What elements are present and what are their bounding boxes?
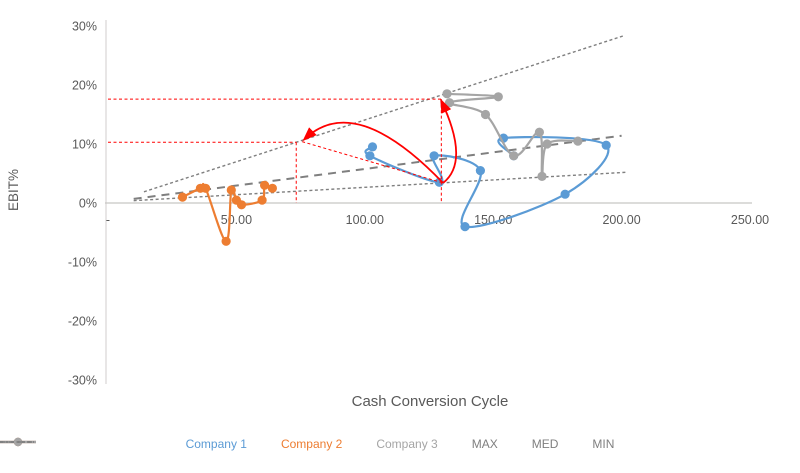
data-point — [257, 195, 267, 205]
legend-item-med[interactable]: MED — [0, 437, 559, 451]
data-point — [444, 98, 455, 108]
legend-label: MED — [531, 437, 559, 451]
x-axis-title: Cash Conversion Cycle — [352, 393, 509, 410]
data-point — [177, 192, 188, 202]
data-point — [537, 171, 547, 181]
legend-item-company-2[interactable]: Company 2 — [0, 437, 343, 451]
x-tick-label: 250.00 — [731, 213, 769, 227]
legend-label: Company 2 — [280, 437, 343, 451]
legend-item-company-1[interactable]: Company 1 — [0, 437, 247, 451]
y-tick-label: -20% — [68, 315, 97, 329]
chart-legend: Company 1 Company 2 Company 3 MAX — [0, 437, 800, 451]
x-tick-label: 50.00 — [221, 213, 252, 227]
data-point — [480, 109, 491, 120]
x-tick-label: 100.00 — [346, 213, 384, 227]
data-point — [260, 180, 270, 190]
legend-label: Company 1 — [185, 437, 247, 451]
legend-label: MAX — [471, 437, 498, 451]
series-company-2[interactable] — [177, 180, 277, 246]
data-point — [460, 222, 470, 232]
y-tick-label: -10% — [68, 256, 97, 270]
legend-item-min[interactable]: MIN — [0, 437, 615, 451]
x-tick-label: 200.00 — [602, 213, 640, 227]
annotation-group — [108, 98, 458, 203]
y-tick-label: 10% — [72, 138, 97, 152]
y-tick-label: 0% — [79, 197, 97, 211]
trend-line-max — [143, 35, 624, 193]
data-point — [493, 92, 503, 102]
data-point — [221, 236, 231, 246]
data-point — [201, 183, 211, 193]
legend-item-max[interactable]: MAX — [0, 437, 498, 451]
y-axis-title: EBIT% — [6, 169, 21, 211]
data-point — [442, 89, 452, 99]
data-point — [573, 136, 583, 146]
data-point — [601, 140, 611, 150]
y-tick-label: 30% — [72, 20, 97, 34]
series-company-3[interactable] — [442, 89, 583, 181]
y-tick-label: -30% — [68, 374, 97, 388]
legend-label: MIN — [592, 437, 615, 451]
data-point — [475, 166, 485, 176]
dashed-line-icon — [0, 441, 34, 443]
data-point — [542, 139, 552, 149]
legend-item-company-3[interactable]: Company 3 — [0, 437, 438, 451]
legend-label: Company 3 — [376, 437, 438, 451]
data-point — [236, 200, 247, 210]
data-point — [560, 189, 570, 199]
data-point — [509, 151, 519, 161]
data-point — [534, 127, 545, 137]
x-tick-label: 150.00 — [474, 213, 512, 227]
data-point — [365, 151, 375, 161]
annotation-arrow — [302, 121, 444, 184]
data-point — [429, 151, 439, 161]
y-tick-label: 20% — [72, 79, 97, 93]
x-tick-label: - — [106, 213, 110, 227]
data-point — [367, 142, 378, 152]
data-point — [267, 183, 277, 193]
data-point — [226, 185, 236, 195]
trend-line-med — [133, 134, 622, 200]
annotation-dashed-line — [302, 141, 444, 184]
annotation-arrow — [440, 98, 458, 184]
